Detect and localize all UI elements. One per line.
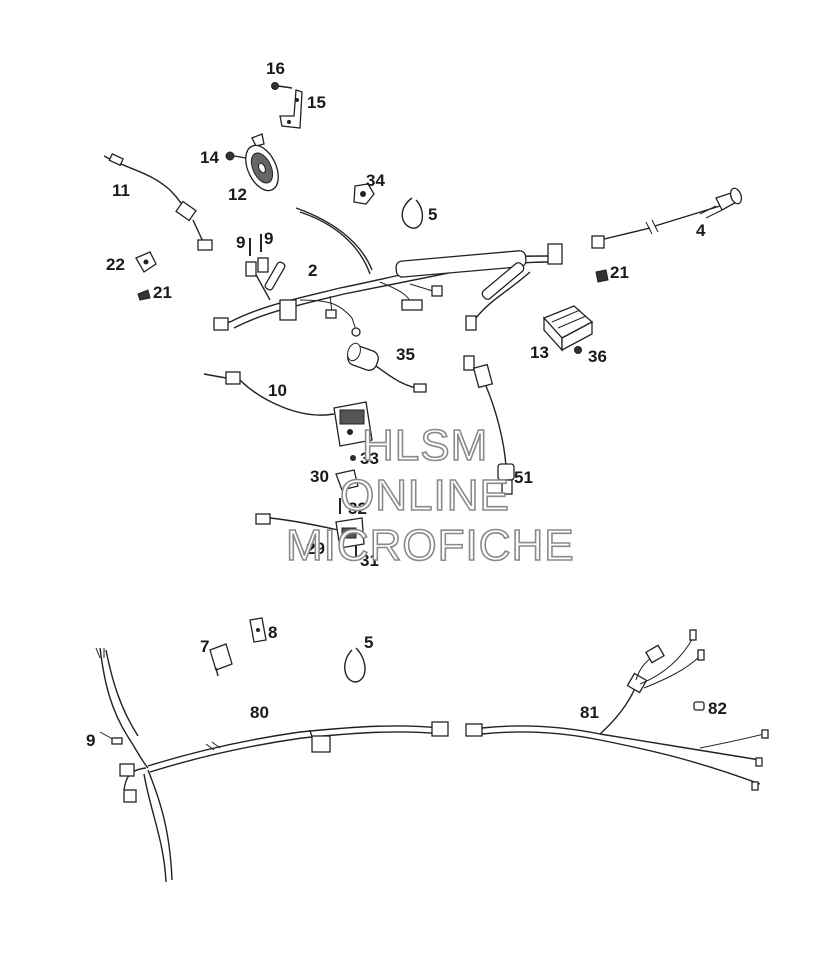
bulb-82 <box>693 701 705 711</box>
callout-22: 22 <box>106 255 125 274</box>
bolt-36 <box>574 346 582 354</box>
callout-11: 11 <box>112 181 130 200</box>
bracket-8 <box>249 617 267 643</box>
callout-34: 34 <box>366 171 385 190</box>
callout-81: 81 <box>580 703 599 722</box>
cable-tie-5-bottom <box>344 647 366 683</box>
callout-29: 29 <box>306 539 325 558</box>
nut-33 <box>350 455 356 461</box>
callout-80: 80 <box>250 703 269 722</box>
callout-13: 13 <box>530 343 549 362</box>
callout-9-c: 9 <box>86 731 95 750</box>
callout-15: 15 <box>307 93 326 112</box>
callout-35: 35 <box>396 345 415 364</box>
callout-5-bottom: 5 <box>364 633 373 652</box>
watermark-line-1: HLSM <box>361 421 489 470</box>
watermark-line-2: ONLINE <box>339 471 510 520</box>
callout-32: 32 <box>348 499 367 518</box>
bracket-22 <box>135 251 157 273</box>
callout-8: 8 <box>268 623 277 642</box>
callout-7: 7 <box>200 637 209 656</box>
component-35 <box>347 342 427 393</box>
switch-10 <box>203 371 373 447</box>
bracket-30 <box>335 469 359 491</box>
horn-12 <box>245 133 279 192</box>
callout-5-top: 5 <box>428 205 437 224</box>
callout-82: 82 <box>708 699 727 718</box>
watermark-line-3: MICROFICHE <box>285 521 575 570</box>
cable-4 <box>591 187 743 249</box>
callout-31: 31 <box>360 551 379 570</box>
callout-2: 2 <box>308 261 317 280</box>
clip-21-right <box>595 269 609 283</box>
cable-tie-5-top <box>401 197 423 229</box>
main-harness-2 <box>213 207 563 337</box>
relay-7 <box>209 643 233 677</box>
clip-21-left <box>137 289 151 301</box>
callout-12: 12 <box>228 185 247 204</box>
callout-9-b: 9 <box>264 229 273 248</box>
callout-21-right: 21 <box>610 263 629 282</box>
regulator-13 <box>542 305 594 352</box>
callout-51: 51 <box>514 468 533 487</box>
bolt-16 <box>271 82 293 90</box>
callout-9-a: 9 <box>236 233 245 252</box>
nut-34 <box>353 183 375 205</box>
harness-81 <box>465 629 769 791</box>
cable-11 <box>103 152 213 251</box>
sensor-51 <box>463 355 515 495</box>
callout-21-left: 21 <box>153 283 172 302</box>
bracket-15 <box>279 89 303 129</box>
callout-36: 36 <box>588 347 607 366</box>
callout-14: 14 <box>200 148 219 167</box>
pins-9 <box>249 234 262 256</box>
callout-4: 4 <box>696 221 706 240</box>
callout-30: 30 <box>310 467 329 486</box>
callout-33: 33 <box>360 449 379 468</box>
callout-10: 10 <box>268 381 287 400</box>
callout-16: 16 <box>266 59 285 78</box>
nut-14 <box>225 151 247 161</box>
switch-29 <box>255 513 365 549</box>
harness-80 <box>95 647 449 883</box>
